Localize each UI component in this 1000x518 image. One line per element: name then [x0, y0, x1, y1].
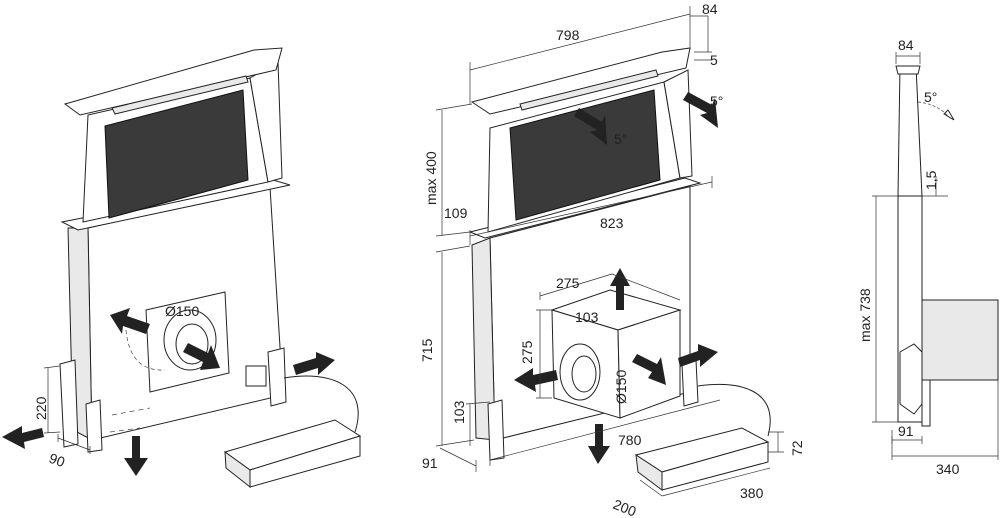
mid-right-leg	[681, 359, 699, 407]
front-arrow-right	[293, 352, 335, 375]
front-hood-top-slot	[111, 75, 249, 115]
mid-dim-275-side-line	[536, 309, 552, 399]
mid-dim-380-line	[661, 467, 771, 497]
mid-dim-duct-150: Ø150	[613, 370, 629, 404]
mid-arrow-right-in	[632, 354, 666, 385]
side-motor-plate	[921, 379, 931, 427]
mid-dim-72-line	[768, 431, 784, 453]
side-dim-738-line	[872, 195, 898, 423]
front-duct-hidden	[125, 329, 166, 371]
mid-dim-109: 109	[444, 205, 468, 221]
side-tilt-arrowhead	[943, 109, 955, 121]
side-dim-depth-340: 340	[936, 461, 960, 477]
side-dim-max738: max 738	[857, 288, 873, 342]
mid-left-foot	[487, 399, 505, 461]
front-arrow-down	[124, 436, 148, 476]
mid-duct-ring	[559, 343, 601, 401]
mid-arrow-left	[514, 368, 558, 392]
mid-arrow-top-right	[683, 92, 718, 128]
front-arrow-left-out	[2, 426, 44, 449]
mid-dim-84-line	[690, 15, 709, 52]
side-dim-base-91: 91	[898, 423, 914, 439]
mid-dim-798-line	[469, 6, 691, 104]
mid-dim-top-84: 84	[702, 1, 718, 17]
mid-hood-glass	[509, 89, 661, 221]
mid-arrow-tilt	[574, 108, 607, 145]
mid-duct-inner	[571, 355, 597, 393]
mid-dim-798: 798	[556, 27, 580, 43]
front-right-leg	[267, 347, 287, 407]
mid-dim-motor-380: 380	[740, 485, 764, 501]
mid-dim-200-line	[639, 479, 663, 497]
front-dim-220-line	[43, 365, 61, 434]
side-worktop	[921, 299, 999, 381]
mid-dim-275-top-line	[539, 273, 681, 301]
front-dim-90: 90	[47, 450, 67, 470]
mid-dim-max400: max 400	[423, 151, 439, 205]
mid-dim-91-line	[439, 447, 477, 472]
mid-dim-103-line	[465, 401, 491, 446]
mid-arrow-right-out	[678, 344, 718, 367]
side-dim-84-line	[895, 52, 921, 64]
mid-dim-gap-5: 5	[710, 52, 718, 68]
front-dim-220: 220	[33, 396, 49, 420]
mid-dim-275-top: 275	[556, 275, 580, 291]
front-perspective-view: 220 90 Ø150	[2, 47, 362, 489]
mid-dim-715-line	[435, 245, 475, 447]
front-motor-side	[249, 435, 361, 488]
mid-arrow-up	[610, 268, 630, 310]
side-dim-tilt-5: 5°	[924, 89, 937, 105]
mid-dim-715: 715	[419, 338, 435, 362]
front-cable	[283, 375, 359, 433]
mid-cable	[697, 383, 771, 437]
mid-hood-top-cap	[470, 47, 691, 115]
front-arrow-left	[110, 308, 150, 334]
mid-dim-motor-72: 72	[789, 440, 805, 456]
mid-hood-top-slot	[519, 69, 659, 111]
side-hood-column	[897, 65, 923, 197]
front-dim-90-line	[57, 434, 91, 454]
mid-dim-base-91: 91	[422, 455, 438, 471]
mid-dim-base-103: 103	[451, 400, 467, 424]
front-left-leg	[59, 359, 79, 448]
side-section-view: 84 5° 1,5 max 738 91 340	[857, 37, 999, 477]
front-duct-label: Ø150	[165, 303, 199, 319]
side-hood-cap	[895, 65, 921, 75]
mid-arrow-down	[588, 424, 610, 464]
mid-dim-780: 780	[618, 432, 642, 448]
side-dim-1-5: 1,5	[923, 170, 939, 190]
front-connector	[245, 365, 267, 387]
mid-dim-780-line	[489, 399, 721, 466]
side-dim-1-5-line	[922, 176, 948, 197]
front-hood-top-cap	[63, 47, 283, 116]
mid-dim-823: 823	[600, 215, 624, 231]
mid-dim-103-box: 103	[575, 309, 599, 325]
front-duct-inner	[175, 323, 209, 365]
mid-dim-275-side: 275	[519, 340, 535, 364]
front-floor-hidden	[109, 407, 151, 433]
middle-perspective-view: 798 84 5 5° 5° max 400 109 823 275 103 2…	[419, 1, 805, 518]
mid-dim-motor-200: 200	[611, 496, 639, 518]
front-arrow-right-down	[183, 343, 220, 370]
mid-dim-823-line	[469, 176, 713, 245]
mid-dim-tilt-5a: 5°	[710, 93, 723, 109]
mid-dim-max400-line	[435, 103, 473, 237]
side-fan-housing	[899, 343, 923, 415]
mid-motor-side	[661, 441, 769, 491]
mid-dim-tilt-5b: 5°	[614, 131, 627, 147]
side-dim-340-line	[891, 380, 999, 460]
side-dim-top-84: 84	[898, 37, 914, 53]
front-left-foot	[85, 399, 103, 453]
front-hood-glass	[104, 89, 249, 219]
mid-dim-5-line	[694, 51, 712, 61]
